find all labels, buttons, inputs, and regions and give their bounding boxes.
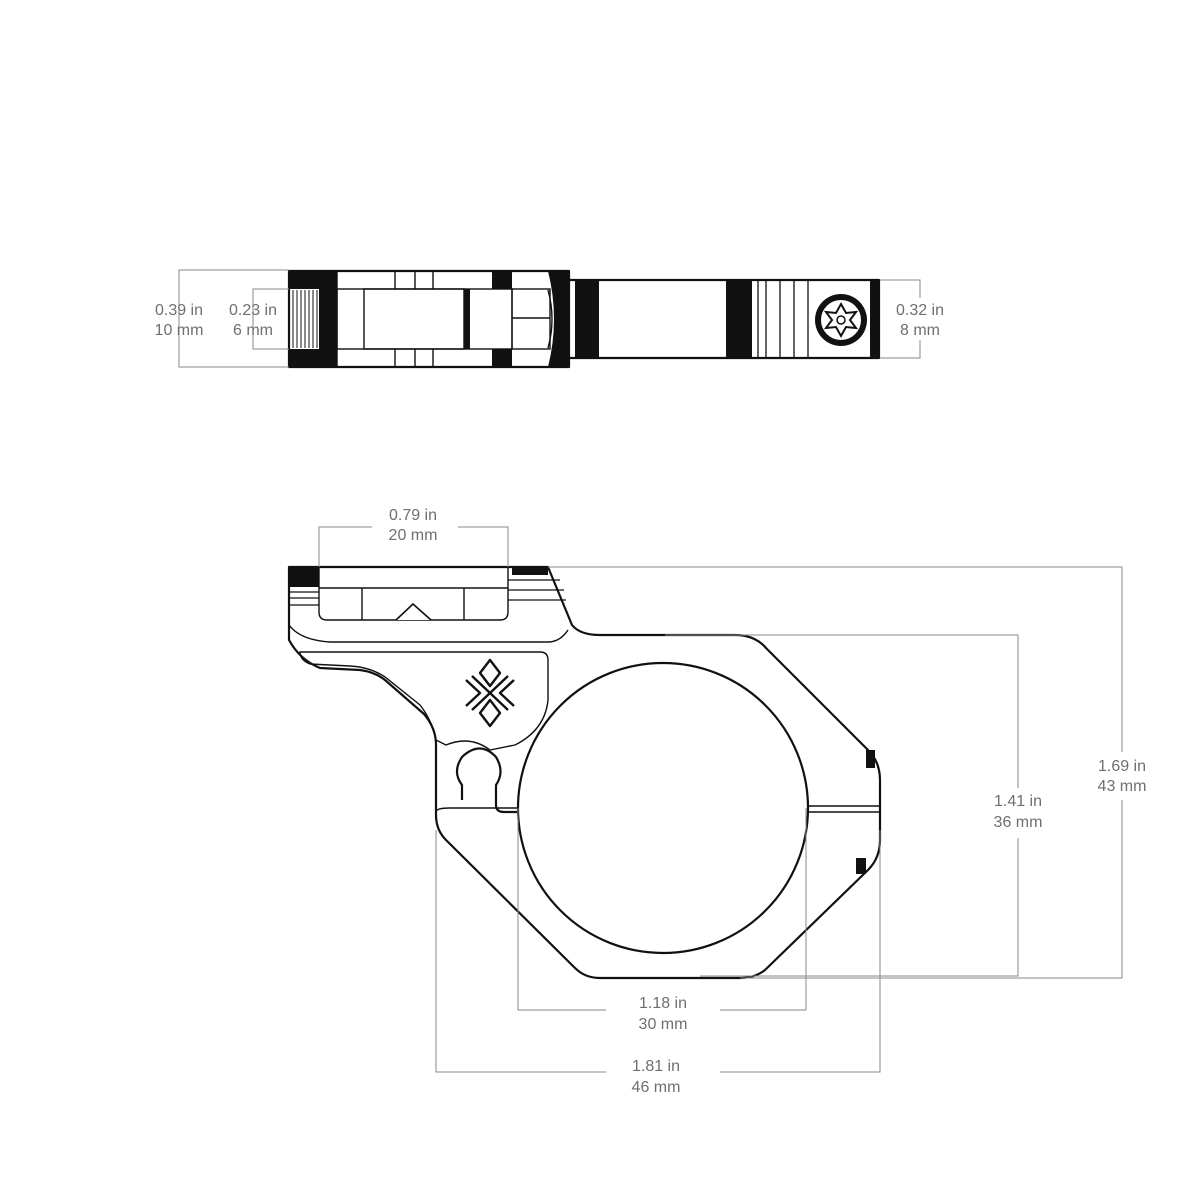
dim-thickness-mm: 10 mm [155,322,204,339]
dim-rail-width-in: 0.79 in [389,507,437,524]
dim-bore-diameter-mm: 30 mm [639,1016,688,1033]
side-view: 0.79 in 20 mm 1.69 in 43 mm 1.41 in 36 m… [287,507,1147,1096]
dim-overall-length-mm: 46 mm [632,1079,681,1096]
dim-screw-side-mm: 8 mm [900,322,940,339]
split-line-left [435,807,518,813]
dim-rail-slot-mm: 6 mm [233,322,273,339]
dim-overall-length-in: 1.81 in [632,1058,680,1075]
dim-body-height: 1.41 in 36 mm [665,634,1043,977]
side-view-rail [288,567,569,643]
dim-body-height-in: 1.41 in [994,793,1042,810]
bore-circle [516,661,810,955]
starburst-logo-icon [465,658,515,728]
dim-rail-slot: 0.23 in 6 mm [229,288,289,350]
dim-thickness-in: 0.39 in [155,302,203,319]
split-line-right [808,805,880,813]
top-view-rail-section [319,271,569,367]
dim-overall-height-in: 1.69 in [1098,758,1146,775]
dim-bore-diameter: 1.18 in 30 mm [517,808,807,1033]
dim-screw-side-in: 0.32 in [896,302,944,319]
dim-bore-diameter-in: 1.18 in [639,995,687,1012]
dim-rail-width: 0.79 in 20 mm [318,507,509,567]
dim-overall-height: 1.69 in 43 mm [548,566,1147,979]
torx-screw-icon [815,294,867,346]
dim-rail-slot-in: 0.23 in [229,302,277,319]
dim-overall-length: 1.81 in 46 mm [435,830,881,1096]
top-view: 0.39 in 10 mm 0.23 in 6 mm 0.32 in 8 mm [155,269,954,369]
keyhole-slot [455,747,520,814]
dim-thickness: 0.39 in 10 mm [155,269,289,368]
dim-screw-side: 0.32 in 8 mm [880,279,954,359]
dim-overall-height-mm: 43 mm [1098,778,1147,795]
dim-body-height-mm: 36 mm [994,814,1043,831]
dim-rail-width-mm: 20 mm [389,527,438,544]
top-view-left-knurl [289,271,319,367]
side-view-inner-panel [299,651,549,751]
